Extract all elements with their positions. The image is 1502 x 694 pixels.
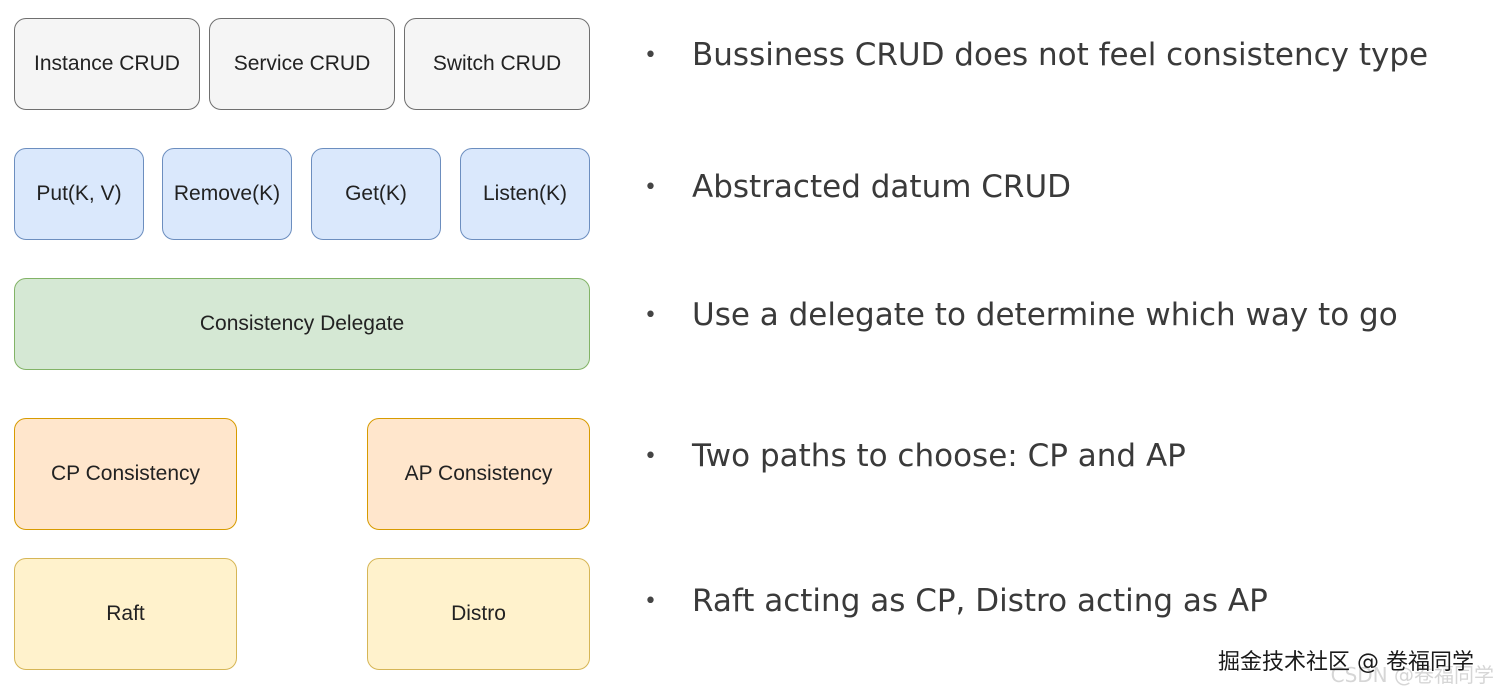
bullet-text: Bussiness CRUD does not feel consistency… — [692, 37, 1429, 73]
bullet-text: Two paths to choose: CP and AP — [692, 438, 1186, 474]
bullet-delegate: • Use a delegate to determine which way … — [644, 292, 1482, 338]
bullet-dot: • — [644, 42, 657, 68]
bullet-dot: • — [644, 588, 657, 614]
distro-box: Distro — [367, 558, 590, 670]
bullet-dot: • — [644, 302, 657, 328]
bullet-text: Use a delegate to determine which way to… — [692, 297, 1398, 333]
bullet-text: Raft acting as CP, Distro acting as AP — [692, 583, 1268, 619]
bullet-datum-crud: • Abstracted datum CRUD — [644, 164, 1482, 210]
bullet-dot: • — [644, 174, 657, 200]
juejin-watermark: 掘金技术社区 @ 卷福同学 — [1218, 650, 1474, 675]
bullet-dot: • — [644, 443, 657, 469]
instance-crud-box: Instance CRUD — [14, 18, 200, 110]
cp-consistency-box: CP Consistency — [14, 418, 237, 530]
put-box: Put(K, V) — [14, 148, 144, 240]
switch-crud-box: Switch CRUD — [404, 18, 590, 110]
consistency-delegate-box: Consistency Delegate — [14, 278, 590, 370]
bullet-two-paths: • Two paths to choose: CP and AP — [644, 433, 1482, 479]
listen-box: Listen(K) — [460, 148, 590, 240]
remove-box: Remove(K) — [162, 148, 292, 240]
service-crud-box: Service CRUD — [209, 18, 395, 110]
ap-consistency-box: AP Consistency — [367, 418, 590, 530]
csdn-watermark: CSDN @卷福同学 — [1330, 663, 1494, 687]
get-box: Get(K) — [311, 148, 441, 240]
raft-box: Raft — [14, 558, 237, 670]
bullet-text: Abstracted datum CRUD — [692, 169, 1072, 205]
bullet-raft-distro: • Raft acting as CP, Distro acting as AP — [644, 578, 1482, 624]
bullet-business-crud: • Bussiness CRUD does not feel consisten… — [644, 32, 1482, 78]
